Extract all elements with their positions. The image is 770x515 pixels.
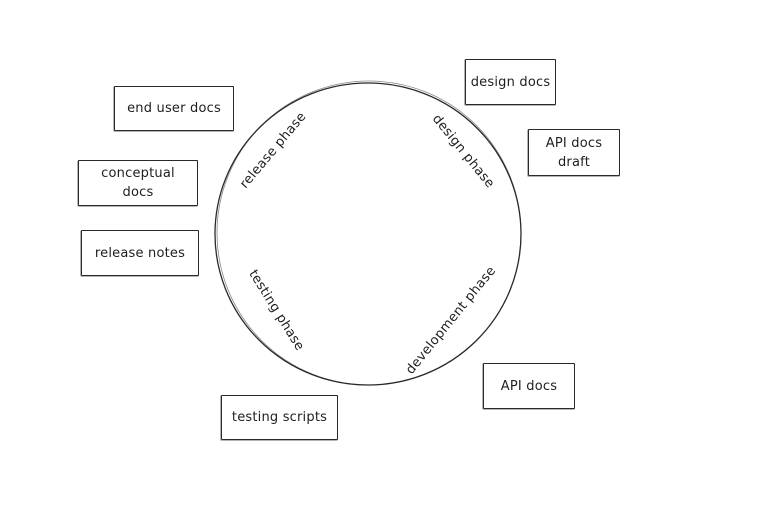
doc-box-conceptual-docs: conceptual docs	[77, 160, 198, 207]
doc-box-release-notes: release notes	[80, 230, 199, 277]
lifecycle-circle-overstroke	[216, 80, 522, 386]
doc-box-api-docs: API docs	[482, 363, 575, 410]
doc-box-api-docs-draft: API docs draft	[527, 129, 620, 177]
doc-box-testing-scripts: testing scripts	[220, 395, 338, 441]
doc-box-design-docs: design docs	[464, 59, 556, 106]
doc-box-end-user-docs: end user docs	[113, 86, 234, 132]
